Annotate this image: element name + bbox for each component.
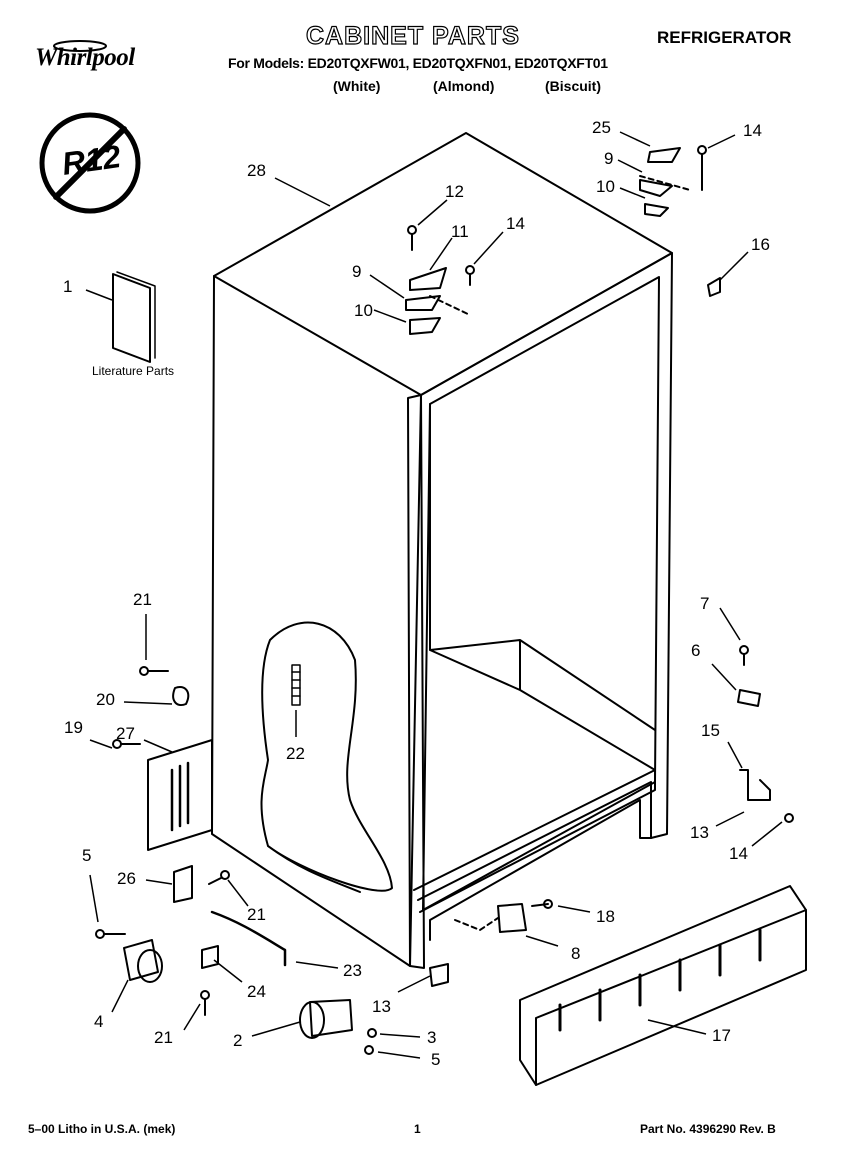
callout-23: 23 xyxy=(343,961,362,980)
callout-14: 14 xyxy=(506,214,525,233)
callout-5: 5 xyxy=(82,846,92,865)
callout-17: 17 xyxy=(712,1026,731,1045)
callout-5: 5 xyxy=(431,1050,441,1069)
callout-22: 22 xyxy=(286,744,305,763)
color-biscuit: (Biscuit) xyxy=(545,78,601,94)
footer-litho: 5–00 Litho in U.S.A. (mek) xyxy=(28,1122,176,1136)
callout-9: 9 xyxy=(352,262,362,281)
footer-part-number: Part No. 4396290 Rev. B xyxy=(640,1122,776,1136)
callout-24: 24 xyxy=(247,982,266,1001)
whirlpool-logo xyxy=(30,38,170,78)
literature-parts-label: Literature Parts xyxy=(92,364,175,378)
callout-11: 11 xyxy=(451,222,469,241)
callout-18: 18 xyxy=(596,907,615,926)
no-r12-icon xyxy=(39,112,141,214)
appliance-category: REFRIGERATOR xyxy=(657,28,792,47)
callout-14: 14 xyxy=(743,121,762,140)
callout-27: 27 xyxy=(116,724,135,743)
callout-7: 7 xyxy=(700,594,710,613)
callout-8: 8 xyxy=(571,944,581,963)
callout-25: 25 xyxy=(592,118,611,137)
callout-14: 14 xyxy=(729,844,748,863)
callout-9: 9 xyxy=(604,149,614,168)
footer-page-number: 1 xyxy=(414,1122,421,1136)
callout-16: 16 xyxy=(751,235,770,254)
callout-19: 19 xyxy=(64,718,83,737)
callout-13: 13 xyxy=(690,823,709,842)
callout-21: 21 xyxy=(247,905,266,924)
callout-10: 10 xyxy=(596,177,615,196)
callout-13: 13 xyxy=(372,997,391,1016)
callout-28: 28 xyxy=(247,161,266,180)
color-almond: (Almond) xyxy=(433,78,495,94)
callout-3: 3 xyxy=(427,1028,437,1047)
callout-1: 1 xyxy=(63,277,73,296)
callout-15: 15 xyxy=(701,721,720,740)
callout-10: 10 xyxy=(354,301,373,320)
callout-4: 4 xyxy=(94,1012,104,1031)
models-line: For Models: ED20TQXFW01, ED20TQXFN01, ED… xyxy=(228,55,608,71)
callout-12: 12 xyxy=(445,182,464,201)
brand-wordmark: Whirlpool xyxy=(35,44,135,71)
callout-6: 6 xyxy=(691,641,701,660)
color-white: (White) xyxy=(333,78,381,94)
callout-21: 21 xyxy=(133,590,152,609)
callout-20: 20 xyxy=(96,690,115,709)
callout-21: 21 xyxy=(154,1028,173,1047)
page-title: CABINET PARTS xyxy=(305,21,520,50)
callout-26: 26 xyxy=(117,869,136,888)
callout-2: 2 xyxy=(233,1031,243,1050)
